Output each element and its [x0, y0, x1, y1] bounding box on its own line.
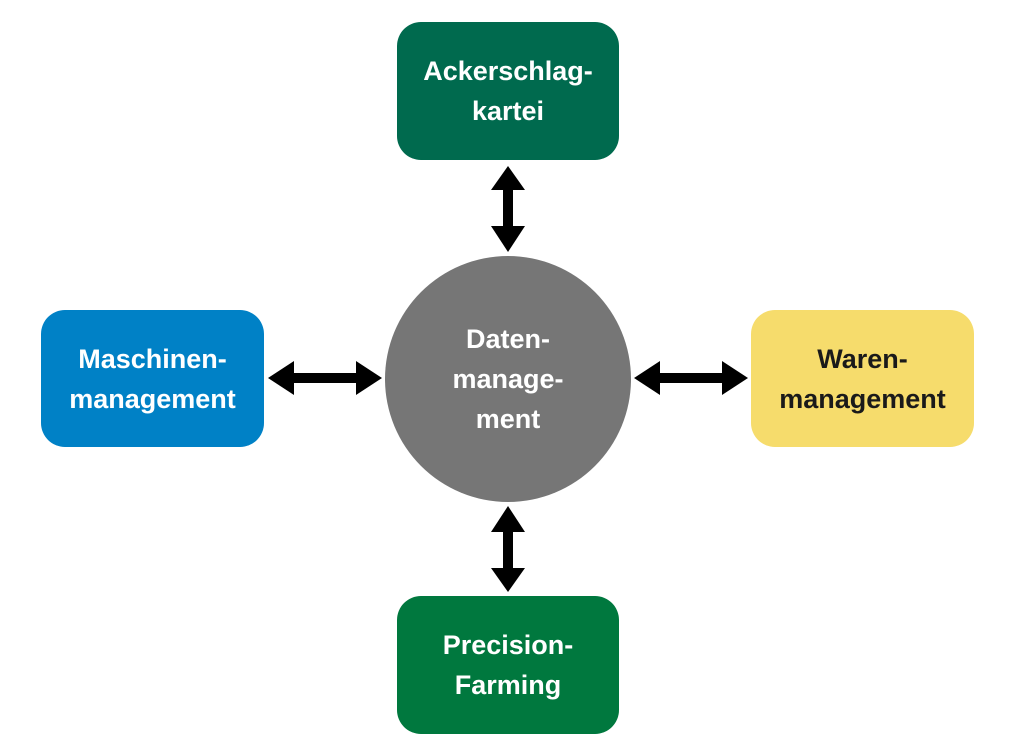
arrow-left-center	[268, 361, 382, 395]
node-label-line: Waren-	[817, 343, 908, 374]
node-label-line: management	[779, 383, 946, 414]
arrow-top-center	[491, 166, 525, 252]
node-datenmanagement: Daten- manage- ment	[385, 256, 631, 502]
node-label-line: management	[69, 383, 236, 414]
node-label-line: kartei	[471, 96, 545, 126]
node-ackerschlagkartei: Ackerschlag- kartei	[397, 22, 619, 160]
node-label-line: Daten-	[465, 324, 550, 354]
node-precision-farming: Precision- Farming	[397, 596, 619, 734]
node-label-line: ment	[475, 404, 541, 434]
node-label-line: Ackerschlag-	[423, 56, 593, 86]
node-label-line: manage-	[452, 364, 564, 394]
node-label-line: Precision-	[442, 630, 574, 660]
node-maschinenmanagement: Maschinen- management	[41, 310, 264, 447]
arrow-bottom-center	[491, 506, 525, 592]
node-label-line: Farming	[454, 670, 562, 700]
node-warenmanagement: Waren- management	[751, 310, 974, 447]
arrow-right-center	[634, 361, 748, 395]
node-label-line: Maschinen-	[78, 343, 227, 374]
